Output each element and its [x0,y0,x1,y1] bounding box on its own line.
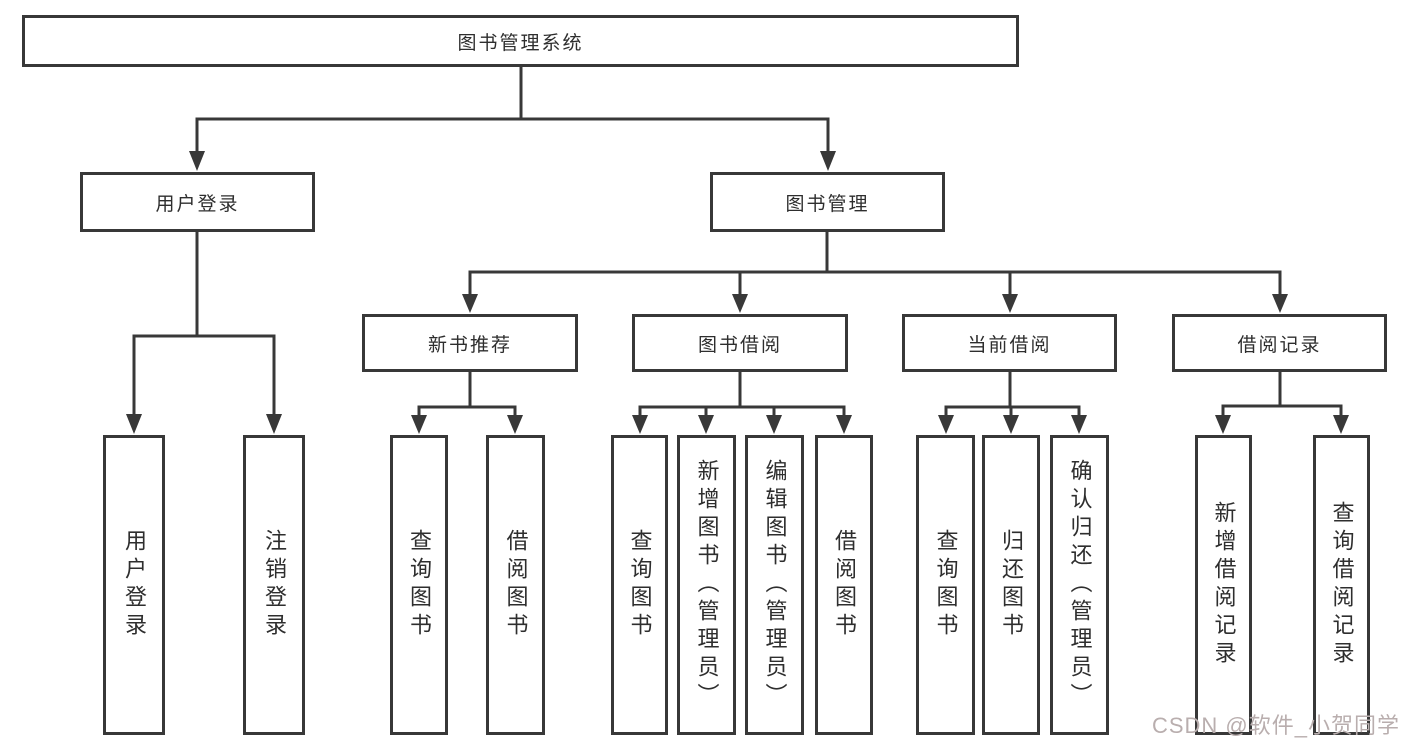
leaf-logout: 注销登录 [243,435,305,735]
node-book-borrowing: 图书借阅 [632,314,848,372]
leaf-current-confirm-return-admin: 确认归还（管理员） [1050,435,1109,735]
node-label: 新书推荐 [427,334,512,356]
connector-user-login-to-leaves [126,232,282,434]
leaf-records-add-record: 新增借阅记录 [1195,435,1252,735]
leaf-label: 借阅图书 [503,529,529,641]
node-current-borrowing: 当前借阅 [902,314,1117,372]
node-label: 借阅记录 [1237,334,1322,356]
leaf-current-return-books: 归还图书 [982,435,1040,735]
connector-book-borrowing-to-leaves [632,372,852,434]
connector-borrowing-records-to-leaves [1215,372,1349,434]
connector-current-borrowing-to-leaves [938,372,1087,434]
leaf-label: 确认归还（管理员） [1067,459,1093,711]
leaf-borrowing-add-books-admin: 新增图书（管理员） [677,435,736,735]
node-borrowing-records: 借阅记录 [1172,314,1387,372]
leaf-label: 编辑图书（管理员） [762,459,788,711]
leaf-borrowing-query-books: 查询图书 [611,435,668,735]
leaf-recommend-borrow-books: 借阅图书 [486,435,545,735]
node-label: 图书管理系统 [457,32,584,54]
leaf-borrowing-borrow-books: 借阅图书 [815,435,873,735]
node-new-book-recommend: 新书推荐 [362,314,578,372]
leaf-label: 借阅图书 [832,529,857,641]
leaf-label: 查询借阅记录 [1329,501,1355,669]
leaf-label: 新增图书（管理员） [694,459,720,711]
leaf-label: 注销登录 [262,529,287,641]
node-label: 用户登录 [155,193,240,215]
node-label: 当前借阅 [967,334,1052,356]
leaf-label: 用户登录 [122,529,147,641]
leaf-borrowing-edit-books-admin: 编辑图书（管理员） [745,435,804,735]
node-library-management-system: 图书管理系统 [22,15,1019,67]
connector-new-book-recommend-to-leaves [411,372,523,434]
leaf-current-query-books: 查询图书 [916,435,975,735]
leaf-user-login: 用户登录 [103,435,165,735]
leaf-recommend-query-books: 查询图书 [390,435,448,735]
leaf-label: 查询图书 [933,529,959,641]
leaf-records-query-record: 查询借阅记录 [1313,435,1370,735]
leaf-label: 查询图书 [627,529,653,641]
connector-root-to-level2 [189,66,836,171]
node-book-management: 图书管理 [710,172,945,232]
node-label: 图书管理 [785,193,870,215]
leaf-label: 归还图书 [999,529,1024,641]
leaf-label: 查询图书 [407,529,432,641]
leaf-label: 新增借阅记录 [1211,501,1237,669]
node-label: 图书借阅 [697,334,782,356]
node-user-login: 用户登录 [80,172,315,232]
connector-book-management-to-level3 [462,232,1288,313]
